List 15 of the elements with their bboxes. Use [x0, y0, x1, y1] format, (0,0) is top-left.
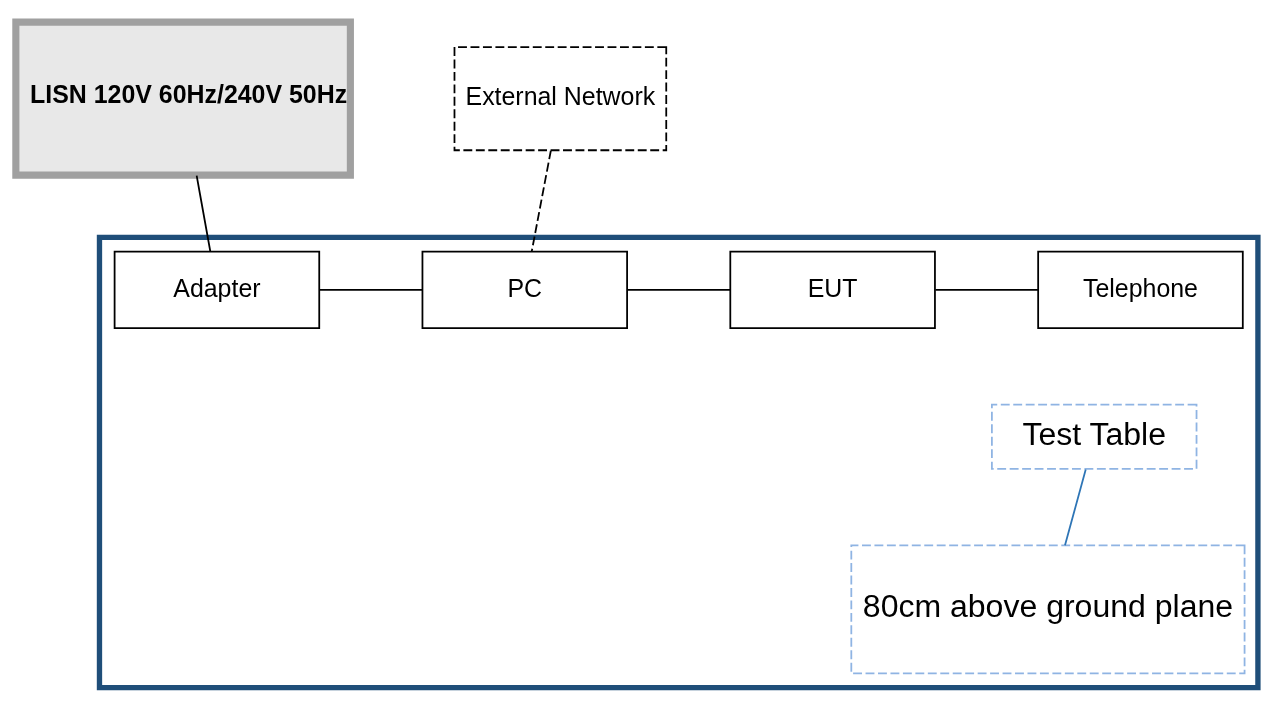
connector [318, 289, 424, 291]
connector [626, 289, 731, 291]
node-box: Test Table [991, 403, 1198, 470]
node-box: LISN 120V 60Hz/240V 50Hz [12, 18, 354, 179]
node-box: PC [421, 250, 628, 330]
connector [530, 149, 552, 253]
cluster [96, 234, 1261, 691]
connector [1064, 468, 1087, 547]
connector [934, 289, 1039, 291]
node-box: Adapter [113, 250, 321, 330]
node-box: External Network [453, 46, 668, 152]
connector [195, 174, 212, 253]
node-box: Telephone [1037, 250, 1244, 330]
node-box: EUT [729, 250, 936, 330]
node-box: 80cm above ground plane [850, 544, 1246, 675]
